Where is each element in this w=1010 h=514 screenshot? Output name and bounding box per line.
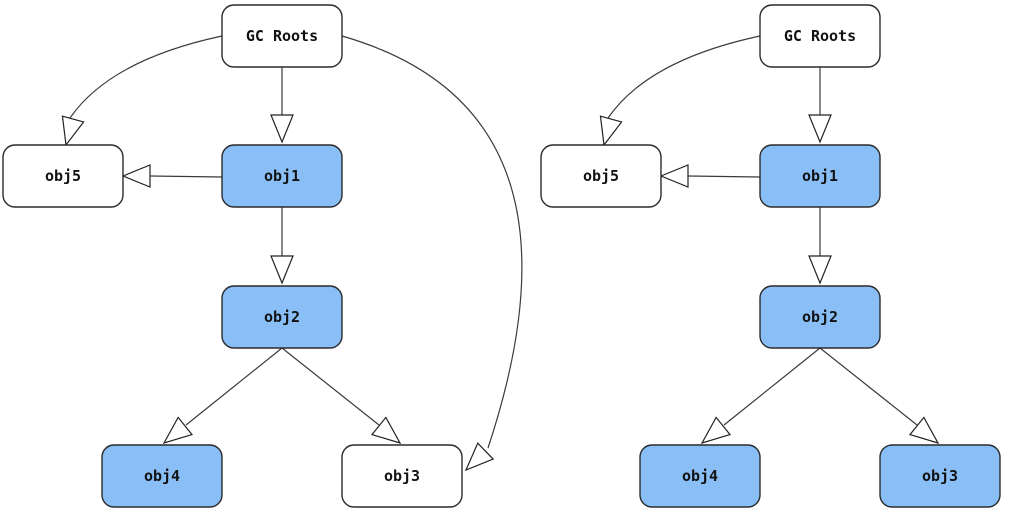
node-box [759,285,881,349]
edge-gc-roots-to-obj3 [341,35,523,472]
edge-obj1-to-obj2 [270,207,294,285]
edge-gc-roots-to-obj1 [808,67,832,144]
arrowhead-icon [808,114,832,144]
edge-line [607,35,761,119]
edge-line [281,347,380,426]
edge-obj2-to-obj4 [700,347,821,444]
node-label: obj4 [144,467,180,485]
arrowhead-icon [908,416,940,444]
arrowhead-icon [464,442,495,472]
node-obj5: obj5 [2,144,124,208]
node-box [341,444,463,508]
node-label: obj2 [264,308,300,326]
arrowhead-icon [599,115,623,147]
arrowhead-icon [121,164,151,188]
arrowhead-icon [659,164,689,188]
node-box [759,144,881,208]
node-label: obj5 [583,167,619,185]
node-label: obj1 [802,167,838,185]
node-box [2,144,124,208]
node-label: obj5 [45,167,81,185]
edge-obj2-to-obj4 [162,347,283,444]
gc-diagram-2: GC Roots obj5 obj1 obj2 obj4 obj3 [540,4,1001,508]
node-label: obj3 [384,467,420,485]
node-obj3: obj3 [341,444,463,508]
node-box [221,4,343,68]
node-gc-roots: GC Roots [221,4,343,68]
node-label: obj4 [682,467,718,485]
node-box [879,444,1001,508]
node-obj1: obj1 [759,144,881,208]
arrowhead-icon [370,416,402,444]
edge-obj1-to-obj2 [808,207,832,285]
arrowhead-icon [61,115,85,147]
node-label: obj2 [802,308,838,326]
edge-line [687,175,761,178]
node-box [540,144,662,208]
node-obj3: obj3 [879,444,1001,508]
edge-gc-roots-to-obj1 [270,67,294,144]
arrowhead-icon [270,114,294,144]
edge-obj2-to-obj3 [819,347,940,444]
edge-line [69,35,223,119]
arrowhead-icon [270,255,294,285]
edge-line [149,175,223,178]
node-obj2: obj2 [221,285,343,349]
arrowhead-icon [808,255,832,285]
edge-obj1-to-obj5 [121,164,223,188]
node-obj4: obj4 [639,444,761,508]
node-box [221,144,343,208]
node-box [221,285,343,349]
arrowhead-icon [162,416,194,444]
node-label: GC Roots [784,27,856,45]
node-box [101,444,223,508]
node-obj5: obj5 [540,144,662,208]
node-label: obj1 [264,167,300,185]
arrowhead-icon [700,416,732,444]
node-box [759,4,881,68]
node-label: obj3 [922,467,958,485]
edge-line [819,347,918,426]
edge-obj2-to-obj3 [281,347,402,444]
edge-line [723,347,821,426]
node-box [639,444,761,508]
edge-gc-roots-to-obj5 [599,35,761,147]
gc-diagram-1: GC Roots obj5 obj1 obj2 obj4 obj3 [2,4,523,508]
edge-line [341,35,523,449]
node-obj4: obj4 [101,444,223,508]
edge-gc-roots-to-obj5 [61,35,223,147]
edge-obj1-to-obj5 [659,164,761,188]
node-obj2: obj2 [759,285,881,349]
node-obj1: obj1 [221,144,343,208]
node-gc-roots: GC Roots [759,4,881,68]
node-label: GC Roots [246,27,318,45]
edge-line [185,347,283,426]
